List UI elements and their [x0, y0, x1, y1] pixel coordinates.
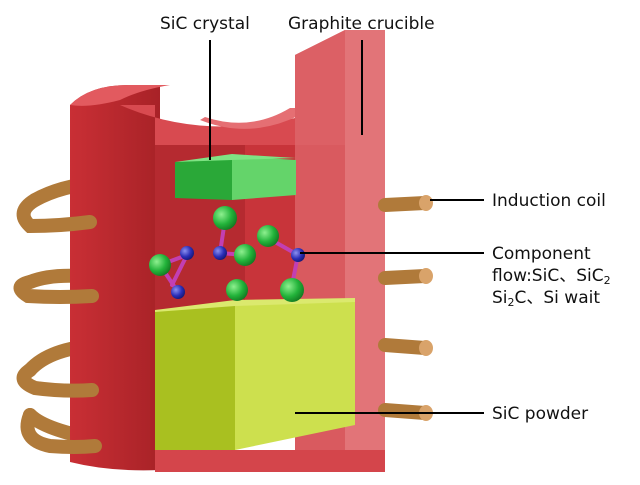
induction-coil-front [378, 196, 432, 420]
label-sic-powder: SiC powder [492, 404, 589, 424]
crucible-left-rim [70, 85, 170, 106]
label-graphite-crucible: Graphite crucible [288, 14, 435, 34]
sic-powder-left-face [155, 305, 235, 450]
crucible-right-wall-top [295, 30, 345, 145]
sic-crystal-left-face [175, 156, 232, 200]
crucible-front-bottom [155, 450, 385, 472]
label-induction-coil: Induction coil [492, 191, 606, 211]
sic-crystal-right-face [232, 156, 296, 200]
sic-powder-top [155, 298, 355, 312]
induction-coil-tips [419, 195, 433, 421]
leader-lines [209, 40, 484, 414]
sic-powder-right-face [235, 300, 355, 450]
crucible-outer-left-wall [70, 85, 160, 471]
sic-crystal-top [175, 154, 296, 162]
component-flow-line3: Si2C、Si wait [492, 288, 601, 309]
induction-coil-left-ends [13, 193, 102, 454]
crucible-top-rim-curve [200, 108, 300, 129]
component-flow-line2: flow:SiC、SiC2 [492, 266, 611, 287]
label-sic-crystal: SiC crystal [160, 14, 250, 34]
label-component-flow: Component flow:SiC、SiC2 Si2C、Si wait [492, 243, 611, 309]
component-flow-line1: Component [492, 244, 591, 264]
component-flow-molecules [149, 206, 305, 302]
